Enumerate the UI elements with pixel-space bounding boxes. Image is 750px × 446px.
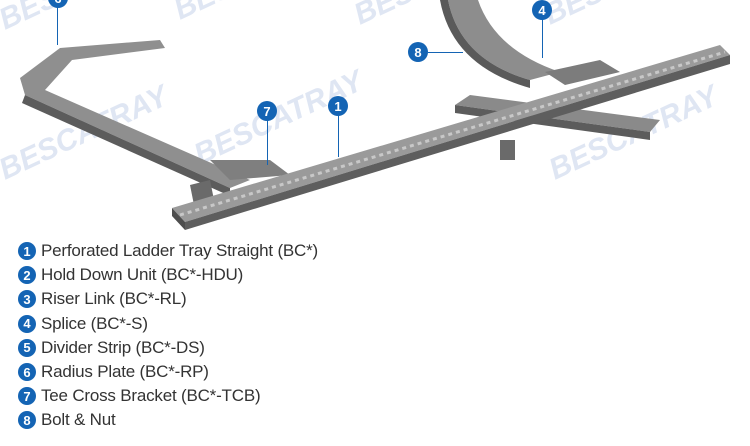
legend-label: Bolt & Nut — [41, 410, 116, 430]
legend-number-badge: 6 — [18, 363, 36, 382]
legend-label: Divider Strip (BC*-DS) — [41, 337, 205, 357]
svg-text:BESCATRAY: BESCATRAY — [189, 63, 371, 171]
legend-number-badge: 3 — [18, 290, 36, 309]
callout-1-badge: 1 — [328, 96, 348, 116]
legend-number-badge: 4 — [18, 314, 36, 333]
legend-item: 2 Hold Down Unit (BC*-HDU) — [18, 263, 318, 287]
legend-item: 8 Bolt & Nut — [18, 408, 318, 432]
cable-tray-assembly-diagram: BES BES BES BES BESCATRAY BESCATRAY BESC… — [0, 0, 730, 230]
legend-label: Radius Plate (BC*-RP) — [41, 362, 209, 382]
legend-number-badge: 2 — [18, 266, 36, 285]
main-tray — [172, 45, 730, 230]
callout-8-badge: 8 — [408, 42, 428, 62]
callout-7-leader — [267, 118, 268, 165]
legend-item: 1 Perforated Ladder Tray Straight (BC*) — [18, 239, 318, 263]
callout-6-badge: 6 — [48, 0, 68, 8]
legend-item: 4 Splice (BC*-S) — [18, 312, 318, 336]
svg-text:BES: BES — [349, 0, 419, 31]
legend-number-badge: 1 — [18, 242, 36, 261]
legend-label: Riser Link (BC*-RL) — [41, 289, 187, 309]
legend-label: Perforated Ladder Tray Straight (BC*) — [41, 241, 319, 261]
riser-tray — [440, 0, 620, 88]
parts-legend: 1 Perforated Ladder Tray Straight (BC*) 2… — [18, 239, 318, 433]
legend-number-badge: 7 — [18, 387, 36, 406]
legend-item: 6 Radius Plate (BC*-RP) — [18, 360, 318, 384]
legend-label: Splice (BC*-S) — [41, 313, 148, 333]
legend-item: 3 Riser Link (BC*-RL) — [18, 287, 318, 311]
svg-text:BES: BES — [169, 0, 239, 26]
legend-label: Tee Cross Bracket (BC*-TCB) — [41, 386, 261, 406]
legend-item: 7 Tee Cross Bracket (BC*-TCB) — [18, 384, 318, 408]
callout-7-badge: 7 — [257, 101, 277, 121]
legend-item: 5 Divider Strip (BC*-DS) — [18, 336, 318, 360]
callout-8-leader — [428, 52, 463, 53]
callout-4-leader — [542, 18, 543, 58]
callout-6-leader — [57, 0, 58, 45]
legend-number-badge: 8 — [18, 411, 36, 430]
callout-4-badge: 4 — [532, 0, 552, 20]
callout-1-leader — [338, 114, 339, 157]
legend-number-badge: 5 — [18, 338, 36, 357]
legend-label: Hold Down Unit (BC*-HDU) — [41, 265, 244, 285]
